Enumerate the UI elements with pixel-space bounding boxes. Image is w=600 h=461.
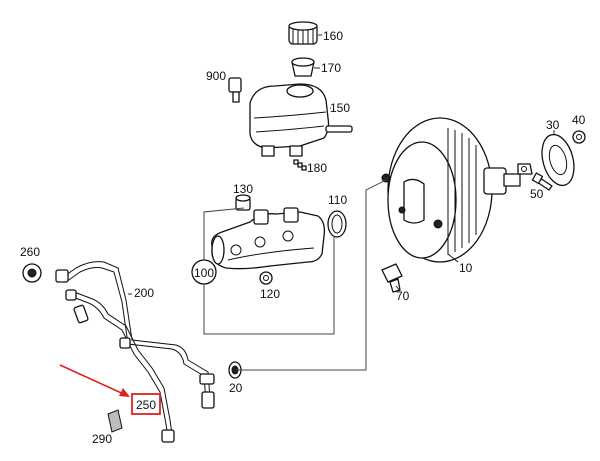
reservoir-seal[interactable] bbox=[235, 194, 251, 211]
callout-170: 170 bbox=[321, 61, 341, 75]
callout-30: 30 bbox=[546, 118, 560, 132]
highlight-arrowhead bbox=[119, 388, 130, 397]
callout-150: 150 bbox=[330, 101, 350, 115]
brake-fluid-reservoir[interactable] bbox=[249, 83, 353, 157]
callout-130: 130 bbox=[233, 182, 253, 196]
callout-200: 200 bbox=[134, 286, 154, 300]
master-cylinder-oring[interactable] bbox=[327, 210, 347, 238]
leader-lines bbox=[203, 179, 387, 371]
vacuum-sensor[interactable] bbox=[381, 263, 403, 293]
callout-160: 160 bbox=[323, 29, 343, 43]
brake-master-cylinder[interactable] bbox=[211, 207, 326, 270]
booster-bolt[interactable] bbox=[531, 172, 553, 191]
booster-nut[interactable] bbox=[572, 130, 586, 144]
brake-line[interactable] bbox=[55, 261, 215, 443]
callout-100: 100 bbox=[194, 266, 214, 280]
callout-900: 900 bbox=[206, 69, 226, 83]
reservoir-pin[interactable] bbox=[293, 159, 307, 171]
master-cylinder-nut[interactable] bbox=[259, 271, 273, 285]
callout-10: 10 bbox=[459, 261, 473, 275]
callout-20: 20 bbox=[229, 381, 243, 395]
reservoir-strainer[interactable] bbox=[291, 57, 315, 77]
callout-110: 110 bbox=[328, 193, 347, 207]
callout-290: 290 bbox=[92, 432, 112, 446]
line-grommet[interactable] bbox=[22, 263, 42, 283]
callout-180: 180 bbox=[307, 161, 327, 175]
highlight-arrow bbox=[59, 364, 129, 397]
booster-gasket[interactable] bbox=[537, 131, 579, 189]
callout-40: 40 bbox=[572, 113, 586, 127]
booster-seal-ring[interactable] bbox=[228, 361, 242, 379]
highlight-box bbox=[131, 393, 161, 415]
callout-120: 120 bbox=[260, 287, 280, 301]
callout-260: 260 bbox=[20, 245, 40, 259]
callout-250: 250 bbox=[136, 398, 156, 412]
line-clip[interactable] bbox=[107, 409, 123, 433]
callout-50: 50 bbox=[530, 187, 544, 201]
callout-70: 70 bbox=[396, 289, 410, 303]
reservoir-cap[interactable] bbox=[288, 21, 318, 45]
sensor-connector[interactable] bbox=[228, 77, 242, 103]
brake-booster[interactable] bbox=[381, 117, 533, 263]
